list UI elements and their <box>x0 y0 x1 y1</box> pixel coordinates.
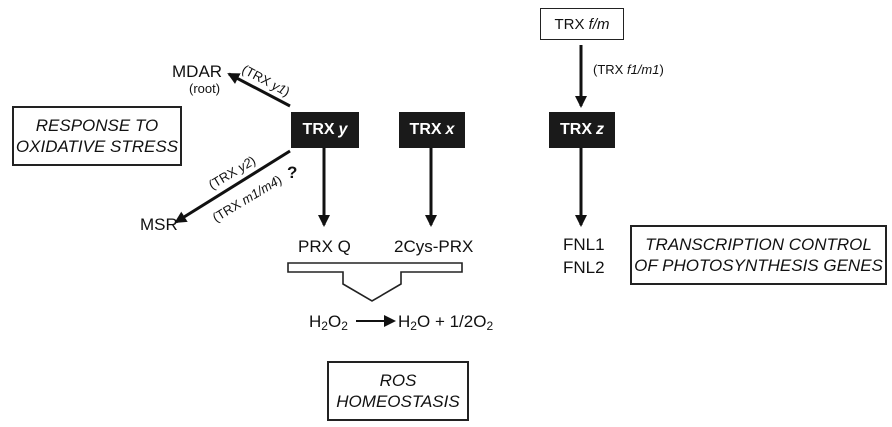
trx-fm-box: TRX f/m <box>540 8 624 40</box>
trx-f1m1-variant: f1/m1 <box>626 62 660 77</box>
question-mark: ? <box>287 163 298 182</box>
half-o2: + 1/2O <box>434 312 487 331</box>
h2o-h: H <box>398 312 411 331</box>
fnl2-label: FNL2 <box>563 258 605 277</box>
response-oxidative-stress-box: RESPONSE TO OXIDATIVE STRESS <box>12 106 182 166</box>
h2o2-h-sub: 2 <box>321 319 328 333</box>
trx-x-prefix: TRX <box>409 121 442 138</box>
ros-line-2: HOMEOSTASIS <box>336 392 460 411</box>
edge-label-trx-f1m1: (TRX f1/m1) <box>593 63 664 76</box>
arrow-trxy-to-mdar <box>227 72 291 108</box>
response-line-1: RESPONSE TO <box>35 115 159 135</box>
trx-f1m1-close: ) <box>659 62 664 77</box>
mdar-sublabel: (root) <box>189 81 221 96</box>
mdar-label: MDAR <box>172 62 223 81</box>
trx-x-variant: x <box>445 121 455 138</box>
arrow-trxy-to-msr <box>174 149 291 224</box>
h2o-h-sub: 2 <box>410 319 417 333</box>
half-o2-sub: 2 <box>486 319 494 333</box>
h2o2-h: H <box>309 312 322 331</box>
merge-bracket-arrow <box>287 262 463 302</box>
trx-z-prefix: TRX <box>560 121 592 138</box>
trx-fm-prefix: TRX <box>554 15 585 33</box>
trx-f1m1-open: (TRX <box>593 62 627 77</box>
ros-homeostasis-box: ROS HOMEOSTASIS <box>327 361 469 421</box>
reaction-h2o2: H2O2 <box>309 312 348 333</box>
ros-line-1: ROS <box>379 370 417 390</box>
msr-label: MSR <box>140 215 178 234</box>
h2o2-o-sub: 2 <box>341 319 348 333</box>
trx-y-prefix: TRX <box>302 121 335 138</box>
fnl1-label: FNL1 <box>563 235 605 254</box>
2cys-prx-label: 2Cys-PRX <box>394 237 474 256</box>
trx-y-variant: y <box>338 121 348 138</box>
transcription-line-1: TRANSCRIPTION CONTROL <box>645 234 872 254</box>
transcription-control-box: TRANSCRIPTION CONTROL OF PHOTOSYNTHESIS … <box>630 225 887 285</box>
h2o2-o: O <box>327 312 342 331</box>
trx-z-variant: z <box>596 121 604 138</box>
h2o-o: O <box>416 312 431 331</box>
reaction-products: H2O + 1/2O2 <box>398 312 494 333</box>
response-line-2: OXIDATIVE STRESS <box>15 137 179 156</box>
trx-fm-variant: f/m <box>588 15 610 33</box>
transcription-line-2: OF PHOTOSYNTHESIS GENES <box>634 256 883 275</box>
prxq-label: PRX Q <box>298 237 351 256</box>
